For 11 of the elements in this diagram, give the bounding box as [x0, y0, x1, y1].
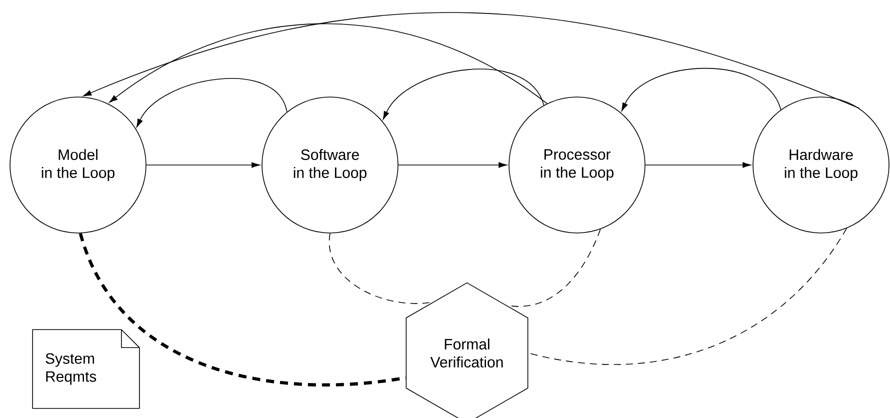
note-box: System Reqmts [32, 329, 140, 409]
arrow [398, 162, 507, 168]
arrow [621, 68, 782, 112]
arrow [382, 68, 544, 120]
arrow [645, 162, 751, 168]
dashed-connector [78, 232, 406, 386]
verification-hexagon: Formal Verification [406, 282, 528, 418]
arrow [146, 162, 260, 168]
arrow [83, 12, 860, 109]
arrow [109, 23, 548, 104]
arrow [136, 78, 288, 128]
